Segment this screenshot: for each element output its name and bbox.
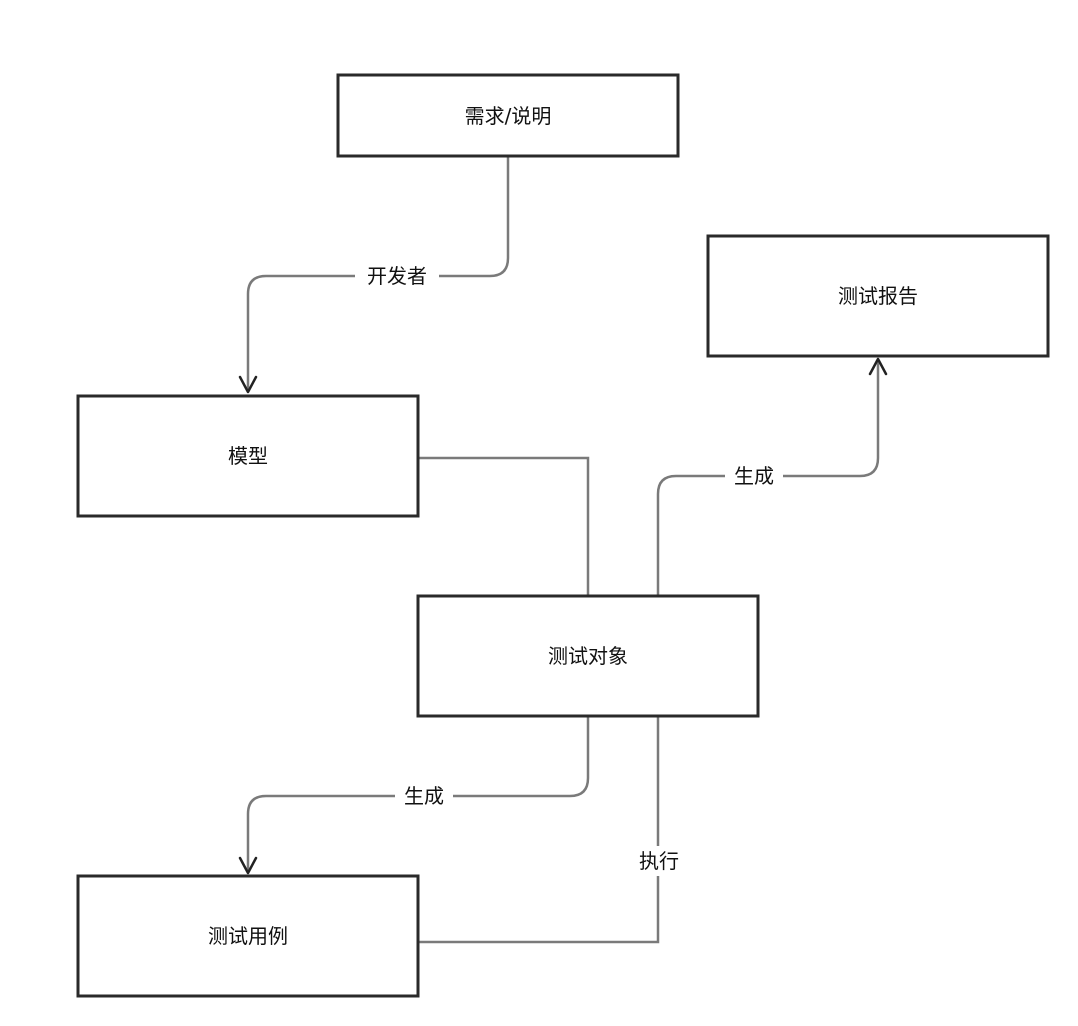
node-requirements[interactable]: 需求/说明 <box>336 73 680 158</box>
edge-label-generate-report-text: 生成 <box>734 464 774 488</box>
edge-label-developer-text: 开发者 <box>367 264 427 288</box>
arrow-head-report <box>868 357 888 376</box>
edge-label-generate-cases-text: 生成 <box>404 784 444 808</box>
node-test-object[interactable]: 测试对象 <box>416 594 760 718</box>
edge-label-developer: 开发者 <box>355 262 439 290</box>
node-test-case-label: 测试用例 <box>208 924 288 948</box>
edge-label-generate-cases: 生成 <box>395 782 453 810</box>
node-model-label: 模型 <box>228 444 268 468</box>
edge-label-execute-text: 执行 <box>639 849 679 873</box>
edge-label-execute: 执行 <box>630 846 688 876</box>
node-test-object-label: 测试对象 <box>548 644 628 668</box>
node-test-report[interactable]: 测试报告 <box>706 234 1050 358</box>
edge-test-case-to-test-object <box>414 717 660 944</box>
edge-label-generate-report: 生成 <box>725 462 783 490</box>
edge-model-to-test-object <box>418 456 590 596</box>
arrow-head-test-case <box>238 856 258 875</box>
node-model[interactable]: 模型 <box>76 394 420 518</box>
node-requirements-label: 需求/说明 <box>465 104 552 128</box>
arrow-head-model <box>238 375 258 394</box>
node-test-report-label: 测试报告 <box>838 284 918 308</box>
node-test-case[interactable]: 测试用例 <box>76 874 420 998</box>
